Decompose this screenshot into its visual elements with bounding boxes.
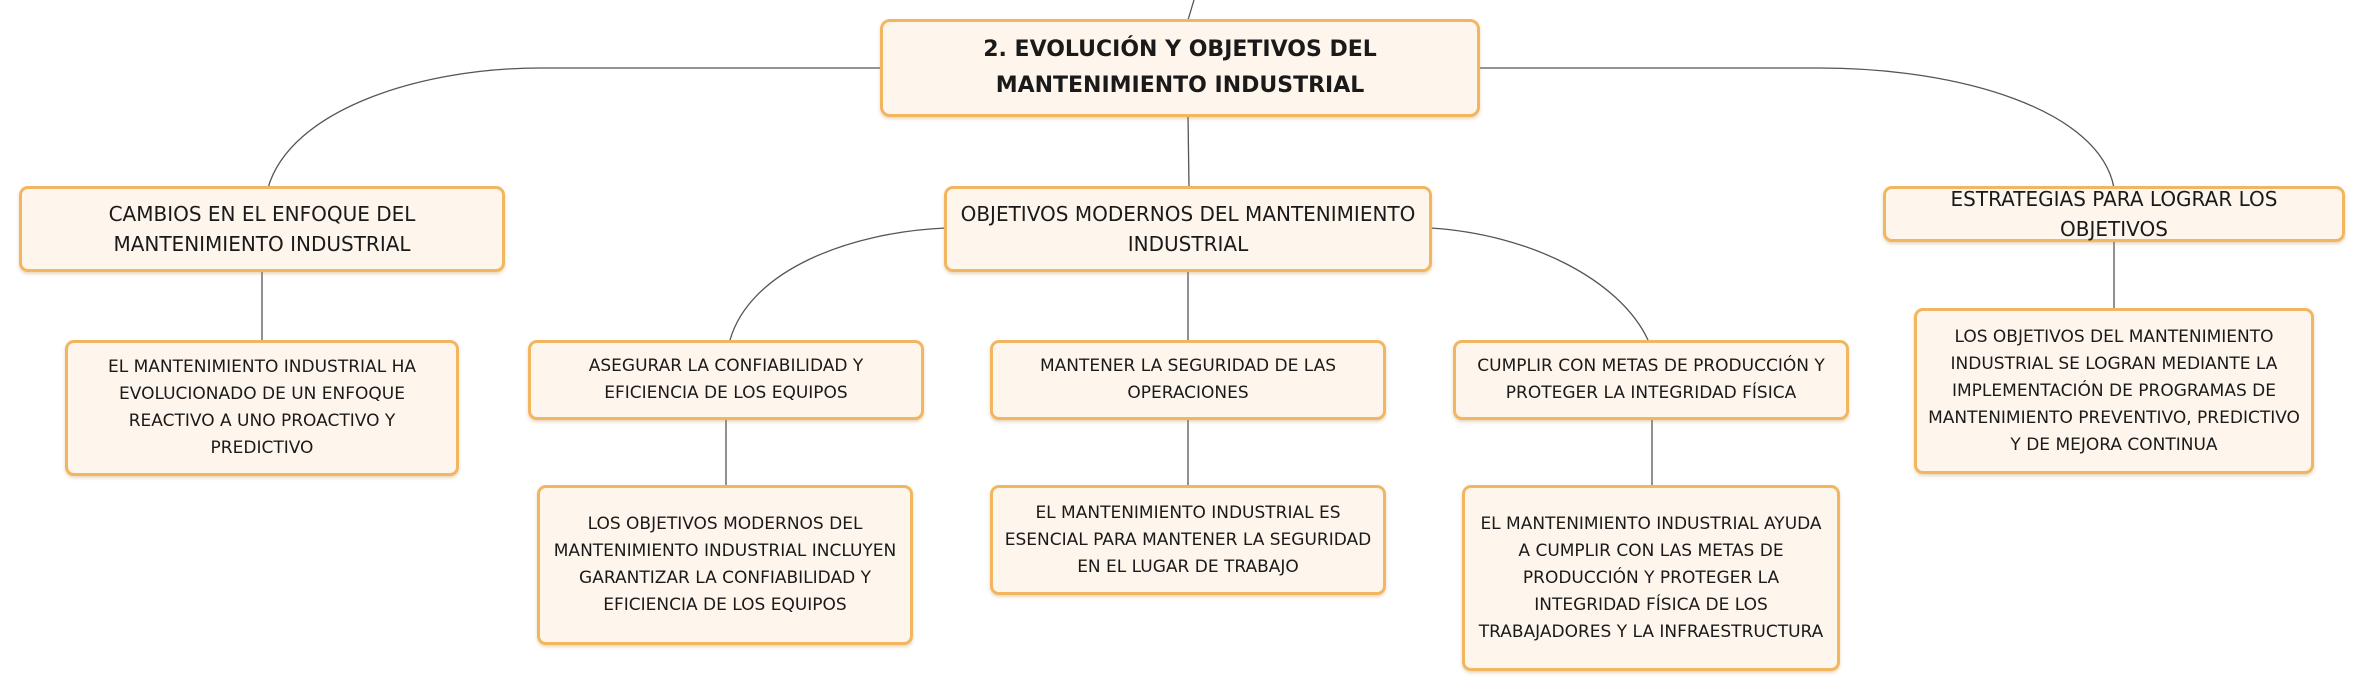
connector-objetivos-to-cumplir bbox=[1429, 227, 1649, 341]
branch-cambios-enfoque[interactable]: CAMBIOS EN EL ENFOQUE DEL MANTENIMIENTO … bbox=[19, 186, 505, 272]
detail-estrategias[interactable]: LOS OBJETIVOS DEL MANTENIMIENTO INDUSTRI… bbox=[1914, 308, 2314, 474]
detail-mantener-seguridad[interactable]: EL MANTENIMIENTO INDUSTRIAL ES ESENCIAL … bbox=[990, 485, 1386, 595]
branch-objetivos-modernos-label: OBJETIVOS MODERNOS DEL MANTENIMIENTO IND… bbox=[960, 202, 1416, 256]
detail-mantener-seguridad-label: EL MANTENIMIENTO INDUSTRIAL ES ESENCIAL … bbox=[1004, 502, 1372, 577]
detail-asegurar-confiabilidad[interactable]: LOS OBJETIVOS MODERNOS DEL MANTENIMIENTO… bbox=[537, 485, 913, 645]
subtopic-cumplir-metas-label: CUMPLIR CON METAS DE PRODUCCIÓN Y PROTEG… bbox=[1477, 356, 1825, 403]
detail-cumplir-metas[interactable]: EL MANTENIMIENTO INDUSTRIAL AYUDA A CUMP… bbox=[1462, 485, 1840, 671]
detail-cambios-enfoque[interactable]: EL MANTENIMIENTO INDUSTRIAL HA EVOLUCION… bbox=[65, 340, 459, 476]
branch-cambios-enfoque-label: CAMBIOS EN EL ENFOQUE DEL MANTENIMIENTO … bbox=[108, 202, 416, 256]
root-topic[interactable]: 2. EVOLUCIÓN Y OBJETIVOS DEL MANTENIMIEN… bbox=[880, 19, 1480, 117]
connector-root-to-cambios bbox=[267, 67, 882, 189]
detail-cumplir-metas-label: EL MANTENIMIENTO INDUSTRIAL AYUDA A CUMP… bbox=[1478, 513, 1824, 642]
branch-estrategias[interactable]: ESTRATEGIAS PARA LOGRAR LOS OBJETIVOS bbox=[1883, 186, 2345, 242]
root-topic-label: 2. EVOLUCIÓN Y OBJETIVOS DEL MANTENIMIEN… bbox=[983, 37, 1377, 98]
detail-cambios-enfoque-label: EL MANTENIMIENTO INDUSTRIAL HA EVOLUCION… bbox=[108, 357, 416, 458]
connector-root-to-estrategias bbox=[1478, 67, 2115, 189]
subtopic-mantener-seguridad[interactable]: MANTENER LA SEGURIDAD DE LAS OPERACIONES bbox=[990, 340, 1386, 420]
connector-parent-to-root bbox=[1187, 0, 1195, 21]
connector-objetivos-to-asegurar bbox=[729, 227, 947, 341]
connector-root-to-objetivos bbox=[1187, 114, 1190, 189]
detail-estrategias-label: LOS OBJETIVOS DEL MANTENIMIENTO INDUSTRI… bbox=[1928, 326, 2300, 455]
branch-objetivos-modernos[interactable]: OBJETIVOS MODERNOS DEL MANTENIMIENTO IND… bbox=[944, 186, 1432, 272]
branch-estrategias-label: ESTRATEGIAS PARA LOGRAR LOS OBJETIVOS bbox=[1950, 187, 2278, 241]
subtopic-asegurar-confiabilidad[interactable]: ASEGURAR LA CONFIABILIDAD Y EFICIENCIA D… bbox=[528, 340, 924, 420]
subtopic-cumplir-metas[interactable]: CUMPLIR CON METAS DE PRODUCCIÓN Y PROTEG… bbox=[1453, 340, 1849, 420]
subtopic-asegurar-confiabilidad-label: ASEGURAR LA CONFIABILIDAD Y EFICIENCIA D… bbox=[588, 356, 864, 403]
detail-asegurar-confiabilidad-label: LOS OBJETIVOS MODERNOS DEL MANTENIMIENTO… bbox=[553, 514, 897, 615]
subtopic-mantener-seguridad-label: MANTENER LA SEGURIDAD DE LAS OPERACIONES bbox=[1039, 356, 1337, 403]
